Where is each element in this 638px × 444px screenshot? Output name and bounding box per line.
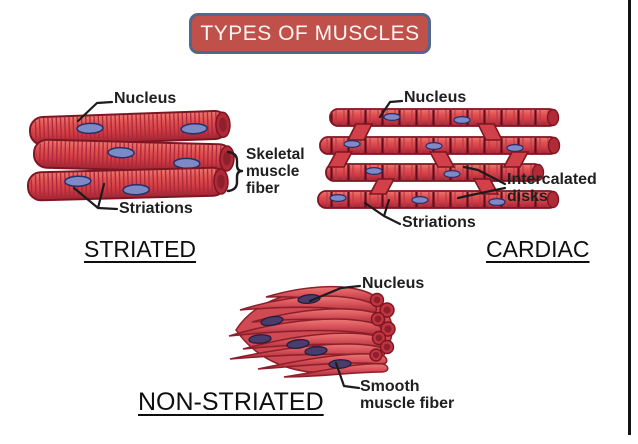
smooth-fiber-label: Smooth muscle fiber [360,378,454,412]
cardiac-branch [502,151,530,168]
label-line: Intercalated [507,171,597,188]
striated-heading: STRIATED [84,236,197,262]
striated-striations-label: Striations [119,200,193,217]
cardiac-striations-leader-line [363,198,402,226]
smooth-fiber-shape [257,353,388,370]
nucleus-shape [506,144,524,153]
striated-muscle-illustration [27,109,235,202]
title-badge: TYPES OF MUSCLES [189,13,431,54]
nucleus-shape [328,359,352,369]
fiber-cross-section [546,190,560,209]
nucleus-shape [383,112,401,121]
intercalated-disks-leader-line [456,165,507,200]
striated-nucleus-label: Nucleus [114,90,177,107]
fiber-cross-section [546,108,560,127]
nucleus-shape [453,115,471,124]
nucleus-shape [173,157,201,170]
label-line: Smooth [360,378,420,395]
nucleus-shape [286,338,310,350]
smooth-nucleus-label: Nucleus [362,275,425,292]
cardiac-branch [326,151,354,168]
nucleus-shape [180,122,208,135]
cardiac-branch [368,178,396,195]
striated-striations-leader-line [72,182,119,211]
cardiac-nucleus-leader-line [378,99,404,119]
skeletal-fiber-label: Skeletal muscle fiber [246,146,305,197]
label-line: Skeletal [246,146,305,163]
nucleus-shape [304,346,328,356]
nucleus-shape [122,184,150,196]
label-line: muscle fiber [360,395,455,412]
leader-lines [72,99,507,390]
nucleus-shape [260,315,284,327]
nucleus-shape [343,140,361,149]
nucleus-shape [329,194,347,203]
cardiac-muscle-illustration [317,108,561,209]
cardiac-nucleus-label: Nucleus [404,89,467,106]
right-border-line [628,0,631,435]
cardiac-striations-label: Striations [402,214,476,231]
label-line: fiber [246,180,280,197]
nucleus-shape [443,170,461,179]
label-line: disks [507,188,548,205]
nucleus-shape [248,334,272,344]
cardiac-heading: CARDIAC [486,236,590,262]
nucleus-shape [107,146,135,159]
smooth-nucleus-leader-line [308,284,362,303]
nucleus-shape [365,167,383,176]
cardiac-branch [428,151,456,168]
non-striated-heading: NON-STRIATED [138,388,324,416]
nucleus-shape [411,196,429,205]
nucleus-shape [425,142,443,151]
smooth-cut-ends [369,292,396,362]
smooth-fiber-leader-line [334,361,361,390]
fiber-cross-section [531,163,545,182]
label-line: muscle [246,163,300,180]
cardiac-branch [346,123,374,141]
striated-nucleus-leader-line [76,100,114,123]
intercalated-disks-label: Intercalated disks [507,171,597,205]
fiber-cross-section [547,136,561,155]
nucleus-shape [64,175,92,188]
nucleus-shape [76,122,104,135]
cardiac-branch [476,123,504,141]
smooth-muscle-illustration [228,285,396,378]
page-title: TYPES OF MUSCLES [200,21,420,45]
nucleus-shape [488,198,506,207]
skeletal-fiber-bracket [226,150,244,193]
